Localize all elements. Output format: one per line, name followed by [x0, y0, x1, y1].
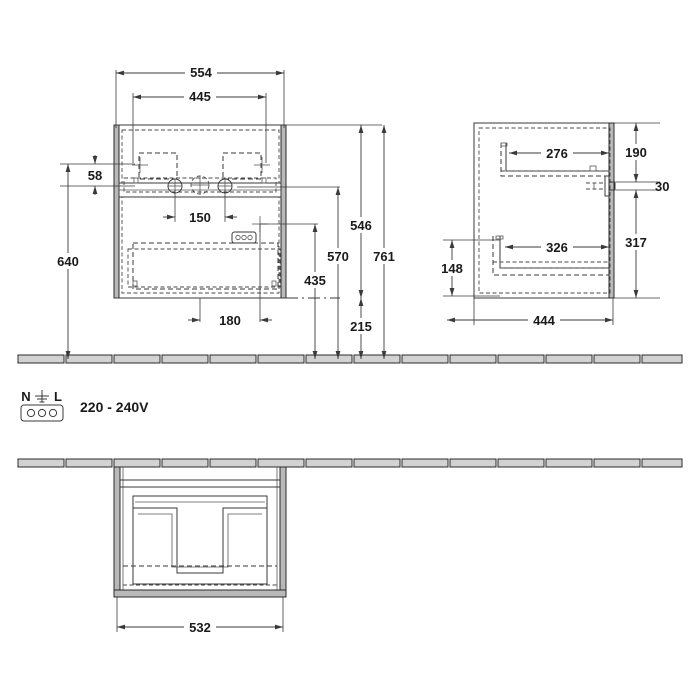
- front-right-side-panel: [280, 124, 287, 299]
- dim-570-bg: [322, 248, 354, 264]
- dim-317-bg: [620, 234, 652, 250]
- dim-554-bg: [185, 63, 217, 79]
- front-lower-drawer-dashed: [132, 242, 279, 290]
- dim-761-label: 761: [373, 249, 395, 264]
- plan-siphon-cutout: [133, 507, 267, 574]
- electrical-spec-group: N L 220 - 240V: [20, 389, 149, 422]
- socket-outlet-icon: [20, 404, 64, 422]
- front-crosshair-right: [254, 157, 270, 173]
- side-upper-drawer-tabA: [500, 142, 508, 147]
- front-lower-tab-left: [132, 280, 138, 287]
- front-drawer-tab-right: [261, 177, 267, 184]
- dim-326-label: 326: [546, 240, 568, 255]
- dim-276-bg: [541, 145, 573, 161]
- dim-326-bg: [541, 239, 573, 255]
- dim-546-bg: [345, 217, 377, 233]
- front-lower-drawer-dashed-inner: [127, 248, 281, 288]
- front-lower-tab-right: [271, 280, 277, 287]
- front-cutout-right: [222, 152, 262, 180]
- side-upper-drawer-dashed: [500, 143, 609, 177]
- plan-view: [113, 466, 287, 598]
- dim-546-label: 546: [350, 218, 372, 233]
- dim-640-label: 640: [57, 254, 79, 269]
- plan-siphon-cutout-inner: [138, 513, 262, 568]
- dim-532-bg: [184, 619, 216, 635]
- dim-435-label: 435: [304, 273, 326, 288]
- dim-148-bg: [436, 260, 468, 276]
- service-hole-center: [190, 175, 210, 195]
- earth-icon: [35, 390, 49, 403]
- dim-554-label: 554: [190, 65, 212, 80]
- side-lower-drawer-tab: [495, 235, 504, 240]
- floor-line-lower: [17, 458, 683, 468]
- dim-444-label: 444: [533, 313, 555, 328]
- side-lower-drawer-dashed: [492, 236, 609, 276]
- side-inner-dashed: [478, 127, 611, 294]
- dim-150-label: 150: [189, 210, 211, 225]
- tile-strip-upper: [17, 354, 683, 364]
- dim-532-label: 532: [189, 620, 211, 635]
- plan-right-wall: [279, 466, 287, 598]
- plan-base-plate: [113, 589, 287, 598]
- floor-line-upper: [17, 354, 683, 364]
- dim-190-label: 190: [625, 145, 647, 160]
- side-spout-profile: [586, 175, 616, 197]
- plan-view-dimensions: 532: [116, 597, 284, 635]
- dim-445-bg: [184, 87, 216, 103]
- voltage-label: 220 - 240V: [80, 399, 149, 415]
- front-left-side-panel: [113, 124, 120, 299]
- neutral-label: N: [21, 389, 30, 404]
- dim-148-label: 148: [441, 261, 463, 276]
- front-cutout-left: [138, 152, 178, 180]
- dim-445-label: 445: [189, 89, 211, 104]
- dim-570-label: 570: [327, 249, 349, 264]
- front-socket-symbol: [231, 231, 257, 244]
- front-drawer-tab-left: [133, 177, 139, 184]
- front-crosshair-left: [132, 157, 148, 173]
- tile-strip-lower: [17, 458, 683, 468]
- live-label: L: [54, 389, 62, 404]
- dim-58-label: 58: [88, 168, 102, 183]
- dim-215-label: 215: [350, 319, 372, 334]
- side-front-panel: [608, 122, 615, 299]
- dim-276-label: 276: [546, 146, 568, 161]
- dim-444-bg: [528, 312, 560, 328]
- plan-basin-outline: [132, 495, 268, 585]
- dim-761-bg: [368, 248, 400, 264]
- dim-190-bg: [620, 144, 652, 160]
- plan-left-wall: [113, 466, 121, 598]
- front-view-dimensions: 554 445 58 640 150 180 435: [52, 63, 400, 359]
- front-view: [113, 124, 340, 322]
- dim-640-bg: [52, 253, 84, 269]
- dim-215-bg: [345, 318, 377, 334]
- side-view-dimensions: 276 326 444 148 190 30 317: [436, 122, 669, 328]
- side-upper-drawer-tabB: [589, 165, 597, 172]
- dim-317-label: 317: [625, 235, 647, 250]
- dim-30-label: 30: [655, 179, 669, 194]
- dim-435-bg: [299, 272, 331, 288]
- front-inner-carcass-dashed: [121, 129, 280, 294]
- dim-180-label: 180: [219, 313, 241, 328]
